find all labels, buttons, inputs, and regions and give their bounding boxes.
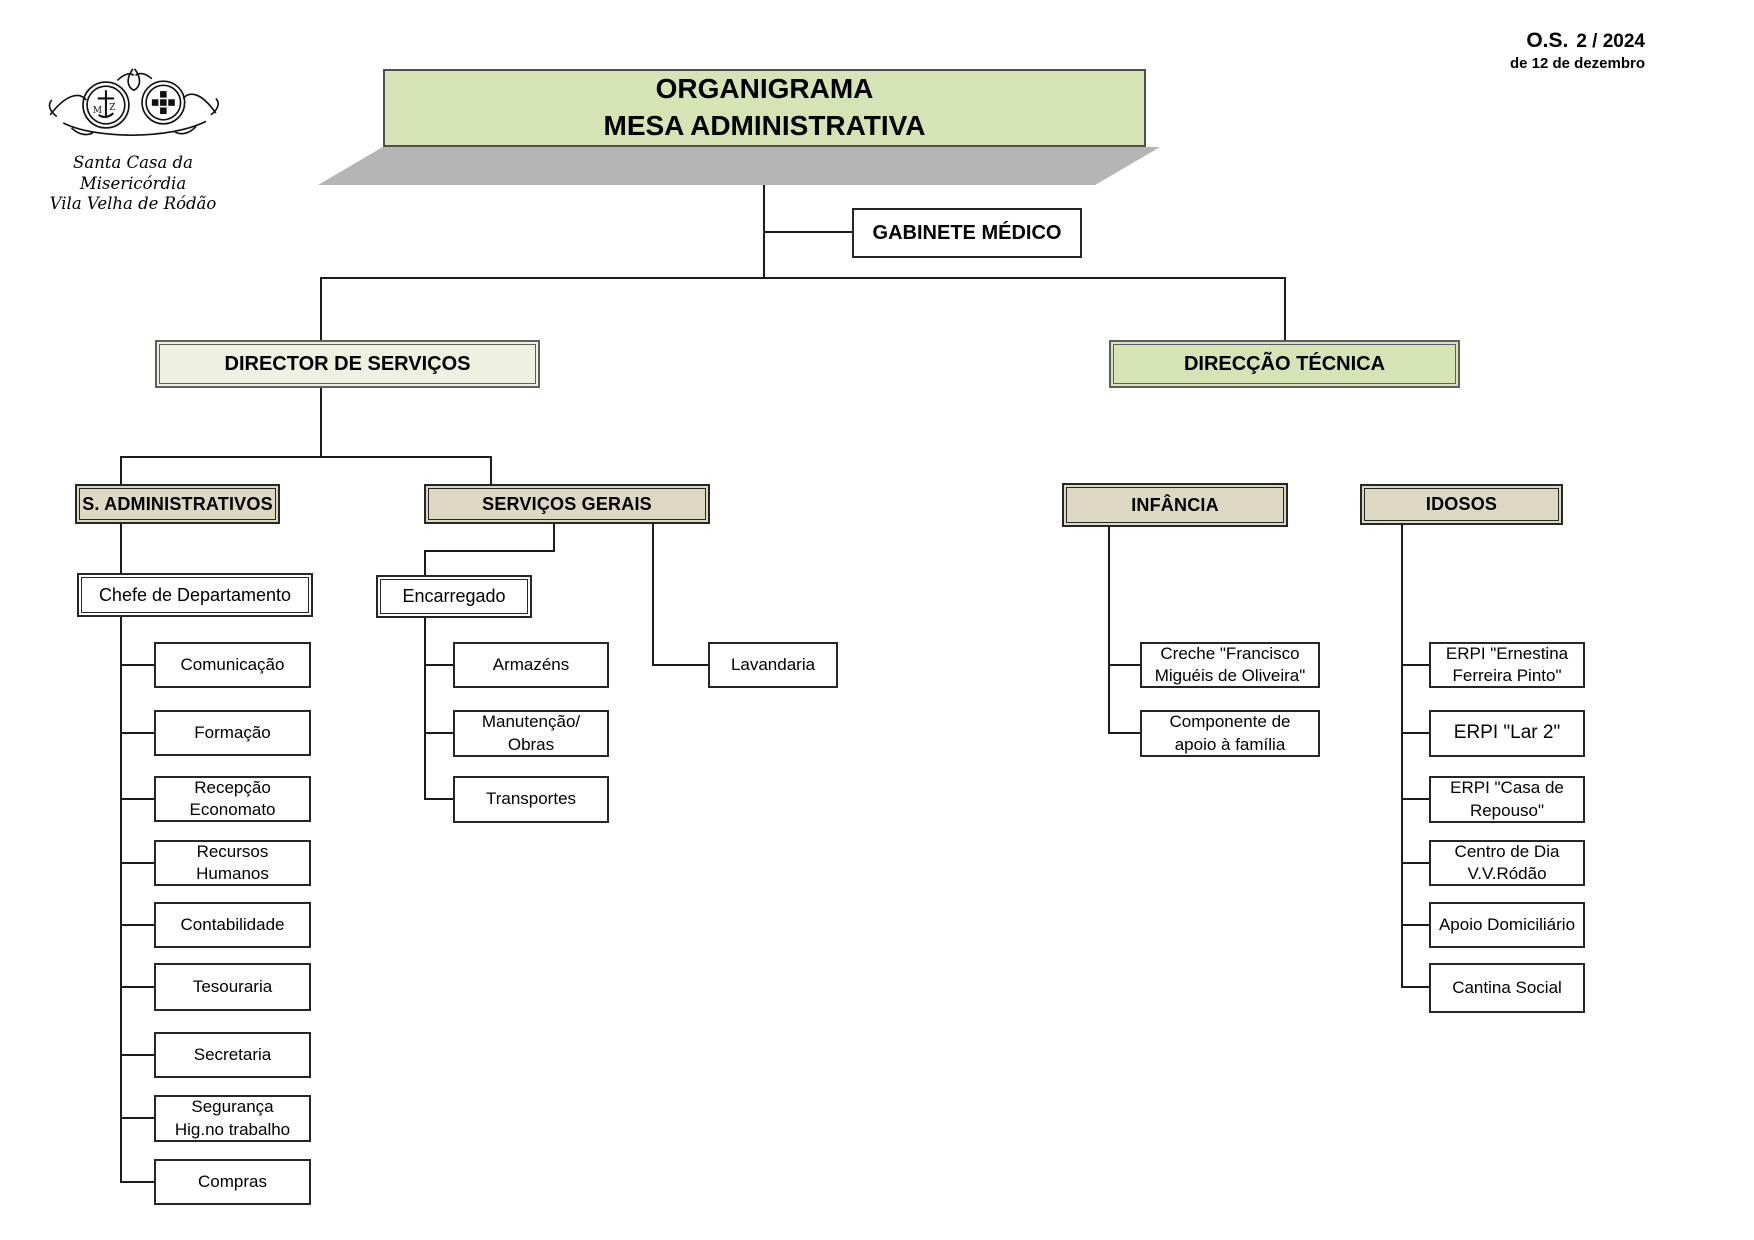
connector-line [490, 456, 492, 484]
connector-line [763, 231, 852, 233]
node-idosos: IDOSOS [1360, 484, 1563, 525]
node-formacao: Formação [154, 710, 311, 756]
node-tesouraria: Tesouraria [154, 963, 311, 1011]
chart-title-line1: ORGANIGRAMA [655, 73, 874, 105]
os-date: de 12 de dezembro [1509, 55, 1645, 73]
connector-line [1108, 527, 1110, 734]
connector-line [1401, 732, 1431, 734]
node-servicos-gerais: SERVIÇOS GERAIS [424, 484, 710, 524]
node-s-administrativos: S. ADMINISTRATIVOS [75, 484, 280, 524]
connector-line [424, 550, 555, 552]
connector-line [120, 1117, 156, 1119]
connector-line [424, 618, 426, 800]
node-manutencao-obras: Manutenção/ Obras [453, 710, 609, 757]
order-of-service-reference: O.S. 2 / 2024 de 12 de dezembro [1440, 28, 1645, 74]
connector-line [120, 862, 156, 864]
connector-line [1108, 664, 1142, 666]
connector-line [120, 617, 122, 1183]
connector-line [120, 798, 156, 800]
node-chefe-de-departamento: Chefe de Departamento [77, 573, 313, 617]
node-comunicacao: Comunicação [154, 642, 311, 688]
node-recepcao-economato: Recepção Economato [154, 776, 311, 822]
connector-line [120, 924, 156, 926]
node-componente-apoio-familia: Componente de apoio à família [1140, 710, 1320, 757]
node-erpi-ernestina-ferreira-pinto: ERPI "Ernestina Ferreira Pinto" [1429, 642, 1585, 688]
connector-line [553, 524, 555, 552]
chart-title-box: ORGANIGRAMA MESA ADMINISTRATIVA [383, 69, 1146, 147]
connector-line [1401, 986, 1431, 988]
connector-line [1401, 924, 1431, 926]
node-infancia: INFÂNCIA [1062, 483, 1288, 527]
node-contabilidade: Contabilidade [154, 902, 311, 948]
node-director-de-servicos: DIRECTOR DE SERVIÇOS [155, 340, 540, 388]
node-gabinete-medico: GABINETE MÉDICO [852, 208, 1082, 258]
node-seguranca-higiene: Segurança Hig.no trabalho [154, 1095, 311, 1142]
svg-text:Z: Z [109, 103, 115, 113]
connector-line [424, 732, 455, 734]
connector-line [1108, 732, 1142, 734]
node-cantina-social: Cantina Social [1429, 963, 1585, 1013]
connector-line [1284, 277, 1286, 340]
logo-block: M Z Santa Casa da Misericórdia Vila Velh… [28, 64, 238, 215]
connector-line [652, 664, 710, 666]
node-creche-francisco-migueis: Creche "Francisco Miguéis de Oliveira" [1140, 642, 1320, 688]
connector-line [320, 277, 322, 340]
connector-line [120, 456, 492, 458]
logo-caption-line1: Santa Casa da Misericórdia [73, 153, 193, 193]
os-value: 2 / 2024 [1576, 31, 1645, 52]
connector-line [120, 524, 122, 574]
node-transportes: Transportes [453, 776, 609, 823]
connector-line [1401, 798, 1431, 800]
node-recursos-humanos: Recursos Humanos [154, 840, 311, 886]
connector-line [120, 1181, 156, 1183]
connector-line [120, 732, 156, 734]
title-shadow [318, 147, 1160, 185]
connector-line [424, 798, 455, 800]
node-armazens: Armazéns [453, 642, 609, 688]
misericordia-emblem-icon: M Z [48, 68, 219, 136]
connector-line [1401, 664, 1431, 666]
os-label: O.S. [1526, 29, 1569, 52]
node-compras: Compras [154, 1159, 311, 1205]
logo-caption-line2: Vila Velha de Ródão [49, 194, 217, 214]
connector-line [120, 986, 156, 988]
node-erpi-lar-2: ERPI "Lar 2" [1429, 710, 1585, 757]
node-encarregado: Encarregado [376, 575, 532, 618]
node-lavandaria: Lavandaria [708, 642, 838, 688]
chart-title-line2: MESA ADMINISTRATIVA [603, 110, 926, 141]
connector-line [320, 388, 322, 458]
connector-line [1401, 525, 1403, 988]
svg-text:M: M [93, 106, 102, 116]
connector-line [652, 524, 654, 666]
node-secretaria: Secretaria [154, 1032, 311, 1078]
connector-line [763, 147, 765, 279]
connector-line [1401, 862, 1431, 864]
connector-line [424, 550, 426, 575]
connector-line [320, 277, 1286, 279]
connector-line [424, 664, 455, 666]
connector-line [120, 664, 156, 666]
node-apoio-domiciliario: Apoio Domiciliário [1429, 902, 1585, 948]
node-direccao-tecnica: DIRECÇÃO TÉCNICA [1109, 340, 1460, 388]
node-erpi-casa-de-repouso: ERPI "Casa de Repouso" [1429, 776, 1585, 823]
connector-line [120, 1054, 156, 1056]
node-centro-de-dia: Centro de Dia V.V.Ródão [1429, 840, 1585, 886]
connector-line [120, 456, 122, 484]
